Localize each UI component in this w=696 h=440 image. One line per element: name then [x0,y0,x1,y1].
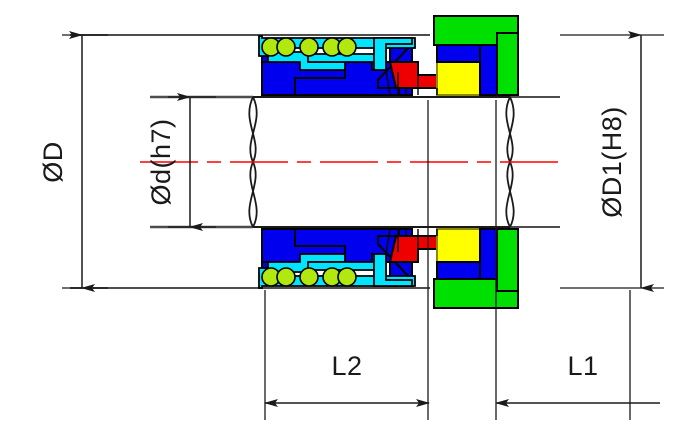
dimension-label-L1: L1 [567,351,598,381]
spring-coils-upper [261,37,357,57]
wedge-red-upper [388,61,438,89]
dimension-label-D: ØD [38,141,68,183]
spring-coil [276,37,296,57]
spring-coil [276,267,296,287]
spring-coils-lower [261,267,357,287]
housing-green-lower-body [496,228,519,292]
seal-assembly-lower [258,228,519,309]
housing-green-upper-body [496,32,519,96]
dimension-lines [69,31,660,407]
spring-coil [299,37,319,57]
dimension-label-d: Ød(h7) [146,118,176,205]
dimension-label-L2: L2 [331,351,362,381]
detail-lines-upper [385,69,481,96]
shaft-outline [70,34,560,289]
dimension-label-D1: ØD1(H8) [597,106,627,218]
spring-coil [337,37,357,57]
spring-coil [299,267,319,287]
seal-assembly-upper [258,15,519,96]
housing-green-upper-flange [433,15,519,46]
spring-retainer-cyan-upper-wall [373,37,413,71]
spring-coil [337,267,357,287]
wedge-red-lower [388,235,438,263]
spring-retainer-cyan-lower-wall [373,253,413,287]
detail-lines-lower [385,228,481,255]
